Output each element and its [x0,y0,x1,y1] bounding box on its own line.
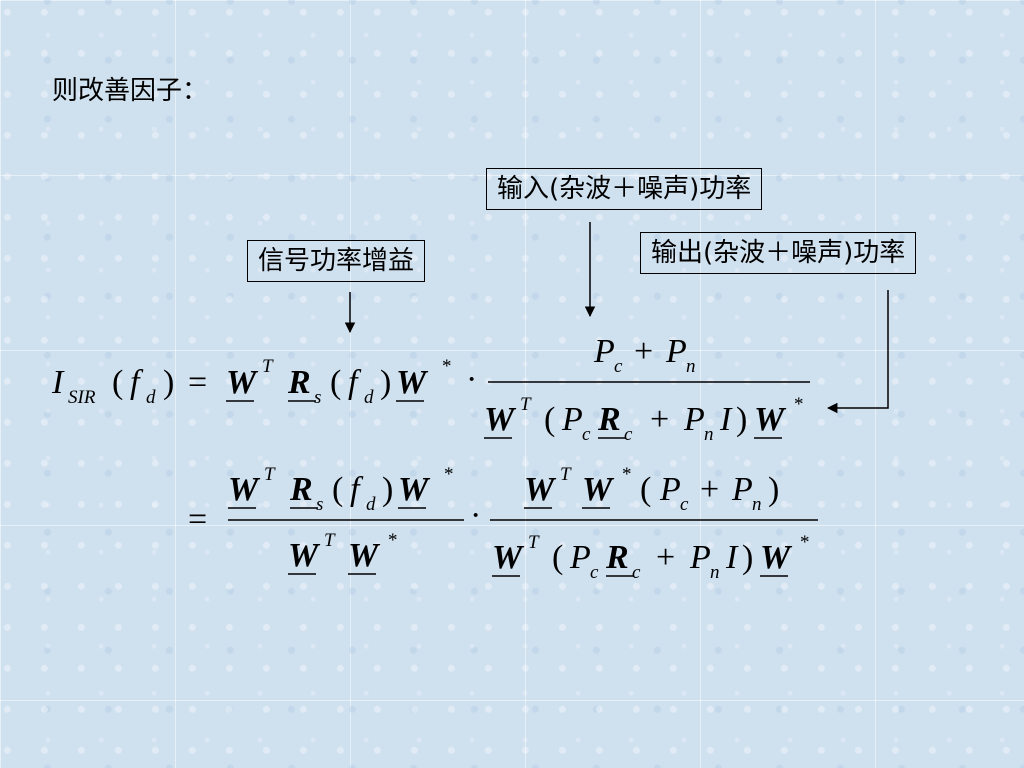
l2-num2-plus: + [700,471,719,508]
l2-den2-Rc: R [605,539,629,576]
den-paren-open: ( [544,401,555,438]
paren-open: ( [112,364,123,401]
l2-den2-W: W [492,539,525,576]
den-sub-c-2: c [624,424,633,445]
den-paren-close: ) [736,401,747,438]
l2-num2-paren-close: ) [768,471,779,508]
l2-den2-W-2: W [760,539,793,576]
subscript-s: s [314,387,321,408]
l2-num2-W: W [524,471,557,508]
l2-den2-paren-open: ( [552,539,563,576]
l2-den2-paren-close: ) [742,539,753,576]
den-conj: * [794,394,804,415]
l2-num-sub-d: d [366,494,376,515]
num-Pn: P [665,333,687,370]
dot: · [466,361,477,398]
symbol-I: I [51,364,65,401]
l2-den2-sub-c-2: c [632,562,641,583]
symbol-f: f [130,364,144,401]
equals-2: = [188,501,207,538]
superscript-conj: * [442,356,452,377]
vector-W: W [226,364,259,401]
l2-den2-plus: + [656,539,675,576]
den-sub-c: c [582,424,591,445]
subscript-SIR: SIR [68,387,96,408]
l2-num2-W-2: W [582,471,615,508]
l2-den-W: W [288,537,321,574]
callout-signal-gain-text: 信号功率增益 [258,246,415,276]
slide-heading: 则改善因子： [52,76,209,106]
den-W-2: W [754,401,787,438]
l2-num-T: T [264,464,276,485]
l2-num2-sub-n: n [752,494,762,515]
callout-input-power-text: 输入(杂波＋噪声)功率 [497,174,752,204]
l2-num-paren-close: ) [382,471,393,508]
symbol-f-2: f [348,364,362,401]
arrow-output-power [826,290,889,414]
num-Pc: P [593,333,615,370]
callout-output-power: 输出(杂波＋噪声)功率 [640,232,917,274]
l2-den2-Pc: P [569,539,591,576]
l2-num-conj: * [444,464,454,485]
equals: = [188,364,207,401]
den-plus: + [650,401,669,438]
paren-close-2: ) [380,364,391,401]
l2-num2-Pn: P [731,471,753,508]
paren-close: ) [163,364,174,401]
vector-W-2: W [396,364,429,401]
den-Pn: P [683,401,705,438]
l2-num2-conj: * [622,464,632,485]
l2-den2-I: I [725,539,739,576]
l2-num2-paren-open: ( [640,471,651,508]
l2-num-W: W [228,471,261,508]
l2-num-Rs: R [289,471,313,508]
dot-2: · [470,497,481,534]
l2-num-sub-s: s [316,494,323,515]
den-W: W [484,401,517,438]
l2-num2-T: T [560,464,572,485]
den-Pc: P [561,401,583,438]
den-Rc: R [597,401,621,438]
callout-output-power-text: 输出(杂波＋噪声)功率 [651,238,906,268]
num-sub-n: n [686,356,696,377]
l2-num-W-2: W [398,471,431,508]
superscript-T: T [262,356,274,377]
l2-num2-Pc: P [659,471,681,508]
l2-den2-sub-n: n [710,562,720,583]
l2-num2-sub-c: c [680,494,689,515]
l2-den2-T: T [528,532,540,553]
den-T: T [520,394,532,415]
subscript-d: d [146,387,156,408]
den-sub-n: n [704,424,714,445]
paren-open-2: ( [330,364,341,401]
l2-den2-sub-c: c [590,562,599,583]
num-plus: + [634,333,653,370]
l2-den2-Pn: P [689,539,711,576]
l2-den-conj: * [388,530,398,551]
num-sub-c: c [614,356,623,377]
matrix-Rs: R [287,364,311,401]
callout-signal-gain: 信号功率增益 [247,240,426,282]
l2-num-f: f [350,471,364,508]
l2-den2-conj: * [800,532,810,553]
l2-den-W-2: W [348,537,381,574]
l2-num-paren-open: ( [332,471,343,508]
callout-input-power: 输入(杂波＋噪声)功率 [486,168,763,210]
l2-den-T: T [324,530,336,551]
subscript-d-2: d [364,387,374,408]
den-I: I [719,401,733,438]
